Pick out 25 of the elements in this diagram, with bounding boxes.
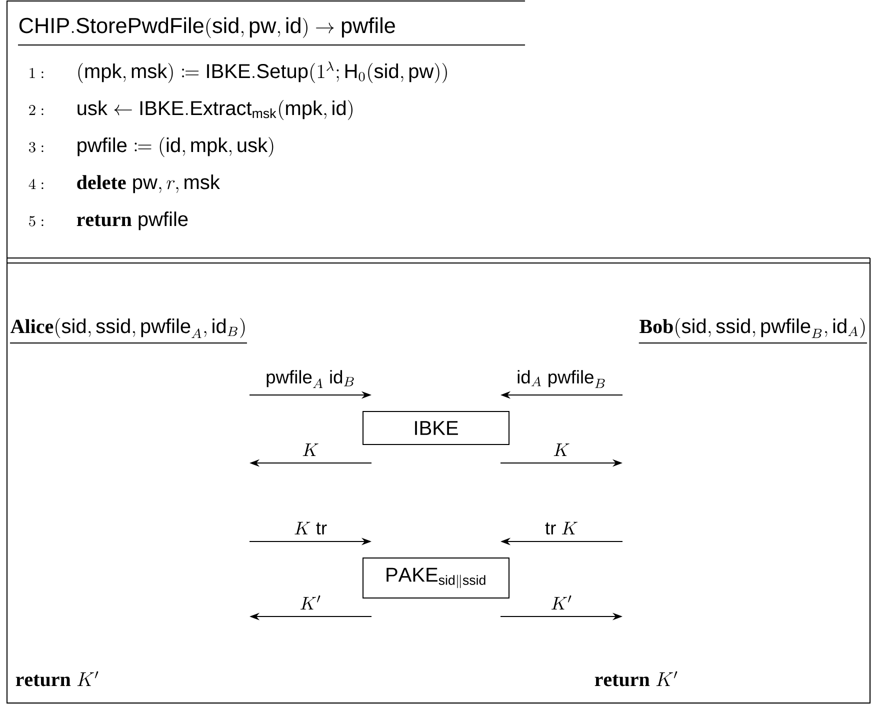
- edge-label: $K'$: [300, 595, 320, 610]
- edge-label: $K$: [302, 444, 318, 456]
- return-statement: $\mathbf{return}~K'$: [594, 671, 678, 686]
- pseudocode-line: $\mathbf{return}\ \mathsf{pwfile}$: [76, 212, 188, 230]
- pseudocode-line: $\mathsf{usk} \leftarrow \mathsf{IBKE.Extract}_{\mathsf{msk}}(\mathsf{mpk}, \mathsf{id})$: [78, 100, 352, 120]
- line-number: $3:$: [29, 142, 44, 152]
- procedure-heading: $\mathsf{CHIP.StorePwdFile}(\mathsf{sid}, \mathsf{pw}, \mathsf{id}) \rightarrow \mathsf{pwfile}$: [19, 17, 395, 38]
- party-heading: $\mathbf{Alice}(\mathsf{sid}, \mathsf{ssid}, \mathsf{pwfile}_A, \mathsf{id}_B)$: [10, 318, 248, 344]
- pseudocode-line: $(\mathsf{mpk}, \mathsf{msk}) \coloneqq \mathsf{IBKE.Setup}(1^\lambda; \mathsf{H}_0(\mathsf{sid}, \mathsf{pw}))$: [78, 62, 447, 84]
- return-statement: $\mathbf{return}~K'$: [16, 671, 98, 686]
- functionality-box: $\mathsf{PAKE}_{\mathsf{sid}\|\mathsf{ssid}}$: [362, 558, 510, 598]
- line-number: $5:$: [29, 216, 44, 226]
- edge-label: $\mathsf{id}_A~\mathsf{pwfile}_B$: [518, 370, 605, 388]
- line-number: $4:$: [28, 178, 44, 189]
- edge-label: $K'$: [551, 595, 572, 610]
- pseudocode-line: $\mathsf{pwfile} \coloneqq (\mathsf{id}, \mathsf{mpk}, \mathsf{usk})$: [78, 137, 274, 158]
- pseudocode-line: $\mathbf{delete}\ \mathsf{pw}, r, \mathsf{msk}$: [77, 174, 220, 194]
- party-heading: $\mathbf{Bob}(\mathsf{sid}, \mathsf{ssid}, \mathsf{pwfile}_B, \mathsf{id}_A)$: [638, 318, 868, 344]
- edge-label: $K~\mathsf{tr}$: [294, 522, 327, 534]
- line-number: $1:$: [30, 68, 44, 78]
- edge-label: $K$: [554, 444, 570, 456]
- edge-label: $\mathsf{pwfile}_A~\mathsf{id}_B$: [266, 370, 354, 388]
- functionality-box: $\mathsf{IBKE}$: [362, 411, 510, 445]
- edge-label: $\mathsf{tr}~K$: [545, 522, 578, 534]
- line-number: $2:$: [29, 105, 44, 115]
